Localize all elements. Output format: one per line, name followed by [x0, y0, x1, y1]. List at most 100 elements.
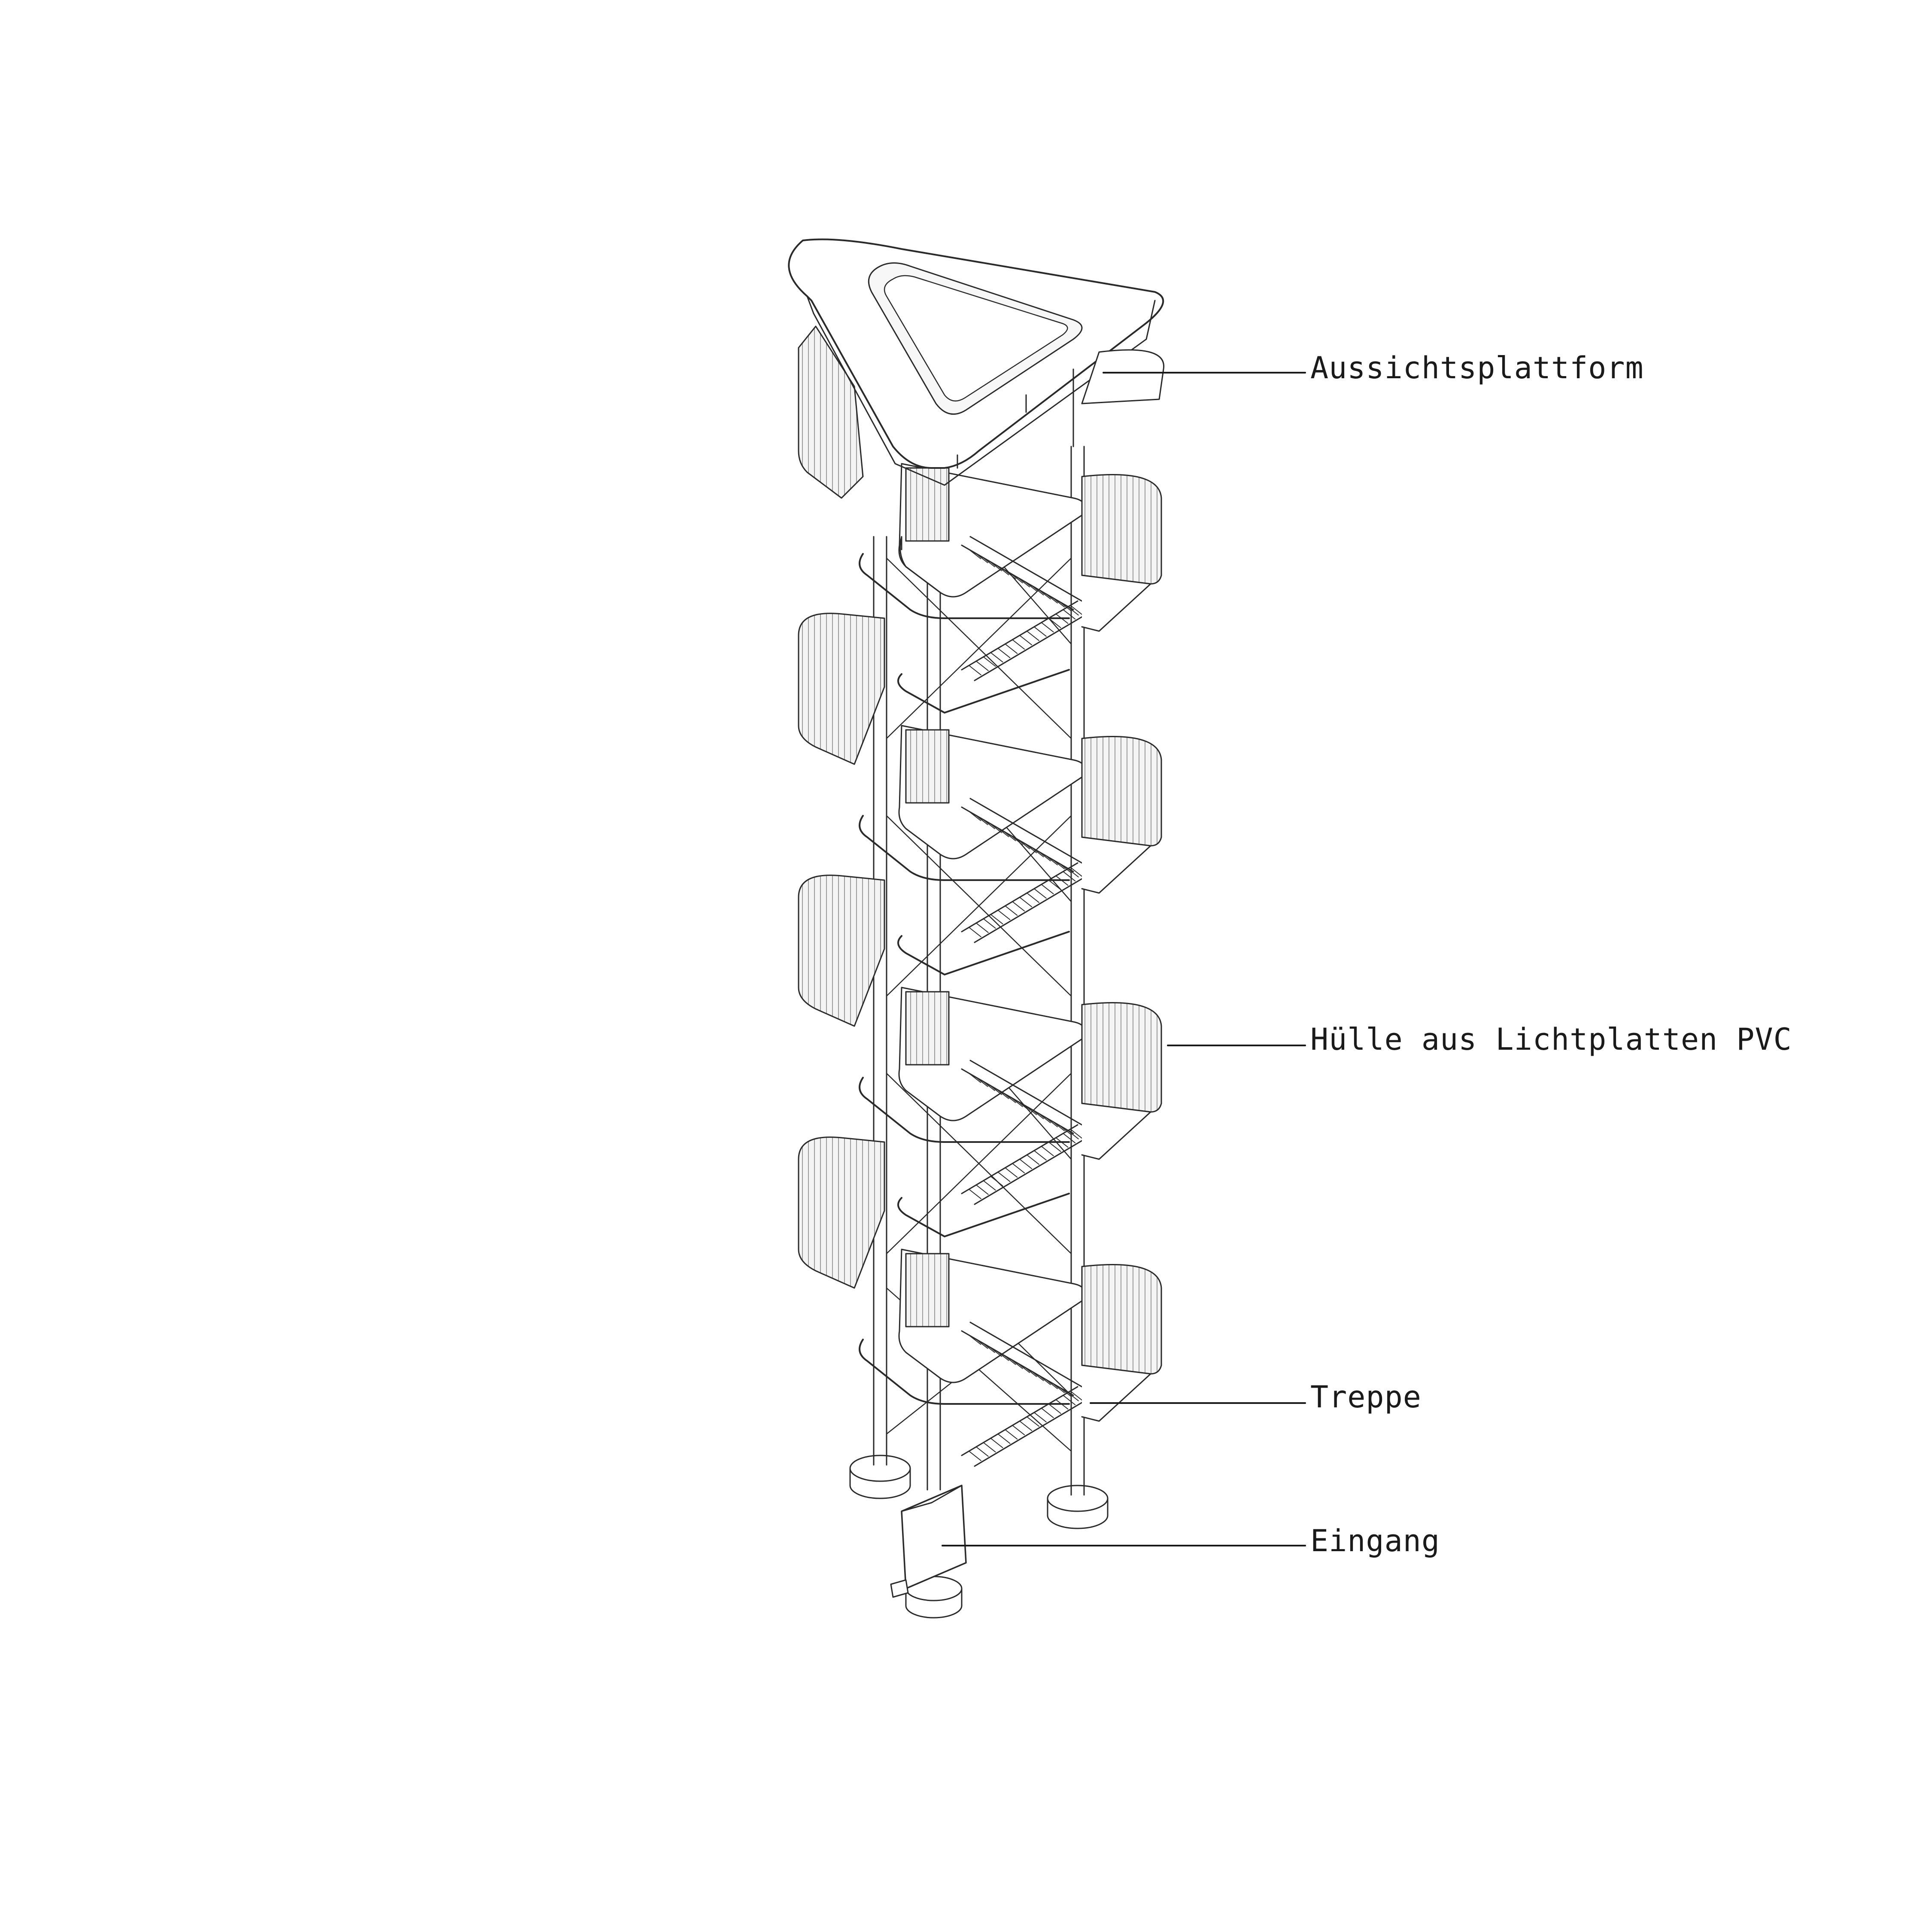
- leader-lines: [942, 372, 1306, 1546]
- stair-tread: [1063, 871, 1076, 881]
- stair-tread: [968, 665, 981, 675]
- stair-tread: [968, 1334, 981, 1345]
- stair-tread: [983, 1442, 996, 1452]
- stair-tread: [1019, 635, 1032, 645]
- label-pvc-envelope: Hülle aus Lichtplatten PVC: [1310, 1022, 1792, 1057]
- stair-tread: [1038, 589, 1051, 600]
- stair-tread: [1048, 880, 1061, 890]
- stair-tread: [1033, 888, 1047, 899]
- stair-tread: [968, 549, 981, 559]
- stair-tread: [1041, 1408, 1054, 1418]
- stair-tread: [1045, 855, 1058, 866]
- stair-tread: [1038, 1113, 1051, 1124]
- stair-tread: [968, 1189, 981, 1199]
- stair-flights: [961, 536, 1091, 1467]
- stair-tread: [1055, 875, 1069, 886]
- stair-tread: [975, 661, 989, 671]
- stair-tread: [1066, 1129, 1079, 1139]
- stair-tread: [1041, 884, 1054, 894]
- label-entrance: Eingang: [1310, 1523, 1440, 1558]
- stair-tread: [1055, 1137, 1069, 1148]
- stair-tread: [990, 914, 1003, 924]
- stair-tread: [1070, 1129, 1083, 1139]
- stair-tread: [990, 1438, 1003, 1448]
- foundation-left: [849, 1442, 911, 1499]
- stair-tread: [1031, 585, 1044, 595]
- stair-tread: [989, 1084, 1002, 1095]
- stair-tread: [997, 648, 1011, 658]
- stair-tread: [1019, 1159, 1032, 1169]
- entrance: [890, 1485, 967, 1598]
- stair-tread: [1059, 1387, 1072, 1397]
- stair-tread: [1041, 622, 1054, 632]
- stair-tread: [1063, 1395, 1076, 1405]
- stair-tread: [1052, 859, 1065, 869]
- pvc-envelope-left: [798, 325, 885, 1289]
- stair-tread: [975, 553, 988, 563]
- stair-tread: [1003, 1093, 1016, 1103]
- stair-tread: [1019, 1421, 1032, 1431]
- foundations: [849, 1442, 1109, 1619]
- stair-tread: [982, 1081, 995, 1091]
- stair-tread: [1066, 605, 1079, 616]
- stair-tread: [1052, 597, 1065, 608]
- stair-tread: [1003, 569, 1016, 580]
- stair-tread: [1012, 901, 1025, 911]
- stair-tread: [1003, 831, 1016, 841]
- stair-tread: [1019, 897, 1032, 907]
- stair-tread: [1033, 1412, 1047, 1422]
- stair-tread: [1048, 1142, 1061, 1152]
- pvc-envelope-right: [1081, 474, 1162, 1422]
- foundation-right: [1047, 1470, 1109, 1529]
- stair-tread: [1031, 847, 1044, 857]
- stair-tread: [1012, 1163, 1025, 1173]
- stair-tread: [1063, 609, 1076, 620]
- stair-treads: [968, 549, 1083, 1461]
- stair-tread: [975, 1338, 988, 1349]
- stair-tread: [982, 557, 995, 568]
- stair-tread: [1070, 605, 1083, 615]
- stair-tread: [1059, 601, 1072, 612]
- stair-tread: [1024, 581, 1037, 592]
- stair-tread: [996, 1088, 1009, 1099]
- stair-tread: [1033, 1150, 1047, 1160]
- stair-tread: [1059, 863, 1072, 874]
- stair-tread: [990, 1176, 1003, 1186]
- stair-tread: [1070, 867, 1083, 877]
- stair-tread: [1003, 1355, 1016, 1365]
- stair-tread: [1038, 1375, 1051, 1385]
- stair-tread: [989, 1346, 1002, 1357]
- stair-tread: [1033, 626, 1047, 637]
- stair-tread: [982, 819, 995, 829]
- stair-tread: [1024, 843, 1037, 854]
- stair-tread: [1052, 1382, 1065, 1393]
- stair-tread: [975, 1185, 989, 1195]
- stair-tread: [1031, 1370, 1044, 1381]
- stair-tread: [983, 656, 996, 667]
- stair-tread: [997, 1434, 1011, 1444]
- stair-tread: [1052, 1121, 1065, 1131]
- stair-tread: [1048, 1403, 1061, 1414]
- stair-tread: [1010, 573, 1023, 583]
- stair-tread: [1024, 1367, 1037, 1377]
- stair-tread: [968, 1072, 981, 1083]
- stair-tread: [1010, 835, 1023, 845]
- stair-tread: [997, 910, 1011, 920]
- stair-tread: [983, 1180, 996, 1191]
- stair-tread: [1026, 631, 1039, 641]
- viewing-platform: [788, 238, 1165, 486]
- stair-tread: [996, 565, 1009, 575]
- stair-tread: [996, 826, 1009, 837]
- stair-tread: [1066, 867, 1079, 878]
- stair-tread: [975, 923, 989, 933]
- stair-tread: [1024, 1105, 1037, 1115]
- stair-tread: [975, 814, 988, 825]
- stair-tread: [1026, 893, 1039, 903]
- stair-tread: [1005, 905, 1018, 916]
- stair-tread: [968, 927, 981, 937]
- stair-tread: [1055, 614, 1069, 624]
- stair-tread: [975, 1446, 989, 1457]
- stair-tread: [989, 561, 1002, 571]
